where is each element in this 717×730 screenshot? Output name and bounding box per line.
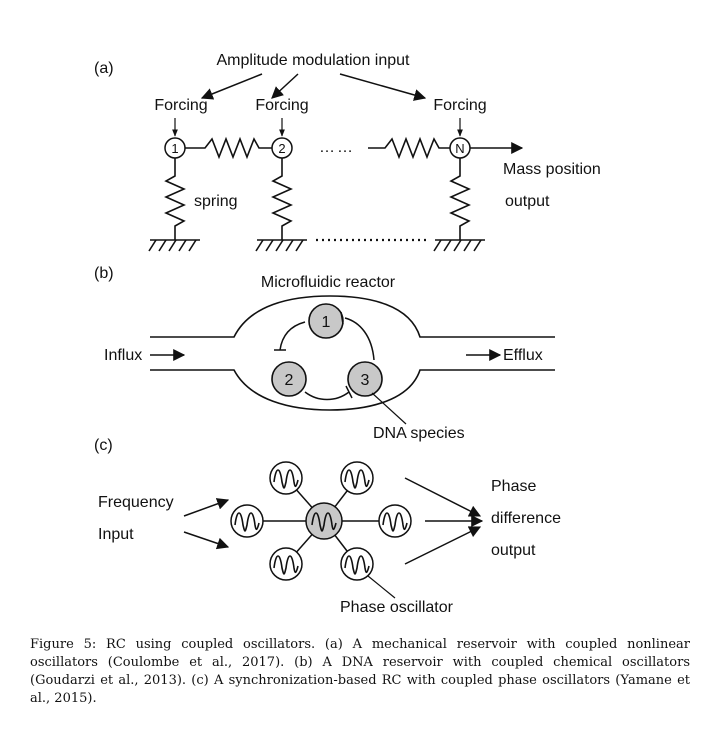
oscillator-right — [378, 504, 412, 538]
output-label-2: output — [505, 193, 550, 210]
reactor-outline — [150, 295, 555, 411]
amplitude-input-label: Amplitude modulation input — [216, 52, 410, 69]
svg-text:3: 3 — [361, 372, 370, 389]
frequency-label-2: Input — [98, 526, 134, 543]
svg-text:1: 1 — [171, 141, 178, 156]
forcing-label-n: Forcing — [433, 97, 486, 114]
phase-output-label-3: output — [491, 542, 536, 559]
dots-upper: …… — [319, 139, 355, 156]
species-3: 3 — [347, 361, 383, 397]
svg-text:N: N — [455, 141, 464, 156]
inhibition-arcs — [274, 311, 375, 401]
oscillator-bottom-left — [269, 547, 303, 581]
mass-2: 2 — [271, 137, 293, 159]
phase-oscillator-label: Phase oscillator — [340, 599, 454, 616]
phase-output-label-2: difference — [491, 510, 561, 527]
reactor-label: Microfluidic reactor — [261, 274, 396, 291]
dna-pointer — [371, 392, 407, 425]
spring-label: spring — [194, 193, 238, 210]
svg-text:2: 2 — [278, 141, 285, 156]
oscillator-left — [230, 504, 264, 538]
coupling-spring-n — [368, 136, 450, 160]
amplitude-arrows — [200, 73, 427, 101]
ground-2 — [255, 239, 307, 252]
figure-caption: Figure 5: RC using coupled oscillators. … — [30, 637, 690, 706]
dna-species-label: DNA species — [373, 425, 465, 442]
ground-n — [433, 239, 485, 252]
oscillator-top-left — [269, 461, 303, 495]
efflux-label: Efflux — [503, 347, 543, 364]
panel-b-label: (b) — [94, 265, 114, 282]
mass-1: 1 — [164, 137, 186, 159]
oscillator-center — [305, 502, 343, 540]
svg-text:1: 1 — [322, 314, 331, 331]
phase-output-arrows — [404, 477, 484, 565]
panel-a-label: (a) — [94, 60, 114, 77]
svg-text:2: 2 — [285, 372, 294, 389]
forcing-arrows — [172, 118, 463, 137]
oscillator-pointer — [367, 575, 396, 599]
input-arrow-1 — [183, 498, 230, 517]
output-label-1: Mass position — [503, 161, 601, 178]
forcing-label-2: Forcing — [255, 97, 308, 114]
vertical-spring-2 — [271, 158, 293, 240]
vertical-spring-1 — [164, 158, 186, 240]
figure-canvas: (a) Amplitude modulation input Forcing F… — [94, 52, 601, 616]
species-1: 1 — [308, 303, 344, 339]
oscillator-top-right — [340, 461, 374, 495]
input-arrow-2 — [183, 531, 230, 550]
panel-c-label: (c) — [94, 437, 113, 454]
frequency-label-1: Frequency — [98, 494, 174, 511]
coupling-spring-1 — [185, 136, 272, 160]
oscillator-bottom-right — [340, 547, 374, 581]
phase-output-label-1: Phase — [491, 478, 536, 495]
species-2: 2 — [271, 361, 307, 397]
vertical-spring-n — [449, 158, 471, 240]
influx-label: Influx — [104, 347, 142, 364]
mass-n: N — [449, 137, 471, 159]
forcing-label-1: Forcing — [154, 97, 207, 114]
ground-1 — [148, 239, 200, 252]
